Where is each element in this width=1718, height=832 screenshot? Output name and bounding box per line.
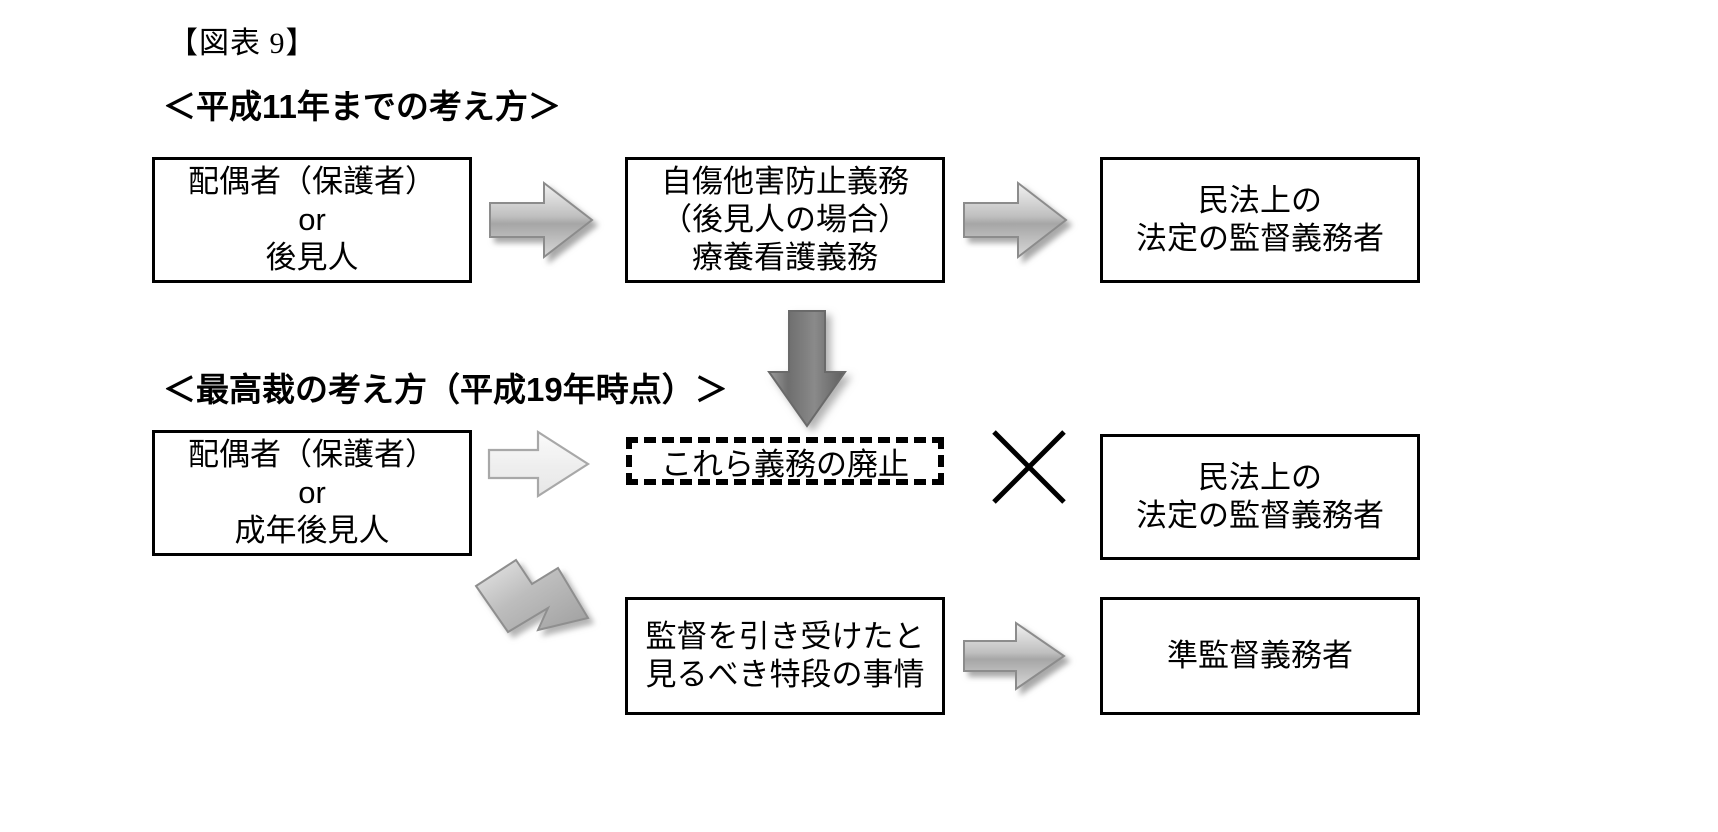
box-statutory-supervisor-2: 民法上の 法定の監督義務者 [1100, 434, 1420, 560]
box-line: これら義務の廃止 [661, 446, 909, 482]
box-line: or [298, 475, 326, 511]
box-line: 民法上の [1198, 183, 1322, 219]
box-line: 法定の監督義務者 [1136, 221, 1384, 256]
box-line: 成年後見人 [234, 512, 390, 548]
box-line: 準監督義務者 [1167, 638, 1353, 674]
box-line: or [298, 202, 326, 238]
box-statutory-supervisor-1: 民法上の 法定の監督義務者 [1100, 157, 1420, 283]
right-block-arrow-icon [962, 618, 1070, 694]
down-block-arrow-icon [765, 308, 849, 430]
figure-label: 【図表 9】 [168, 27, 317, 60]
box-line: 見るべき特段の事情 [645, 657, 925, 692]
box-line: 監督を引き受けたと [645, 619, 925, 655]
box-line: 自傷他害防止義務 [661, 164, 909, 200]
box-line: 法定の監督義務者 [1136, 498, 1384, 533]
section-heading-pre-heisei11: ＜平成11年までの考え方＞ [163, 88, 561, 125]
box-spouse-or-guardian-1: 配偶者（保護者） or 後見人 [152, 157, 472, 283]
section-heading-supreme-court-view: ＜最高裁の考え方（平成19年時点）＞ [163, 371, 728, 408]
box-duty-to-prevent-harm: 自傷他害防止義務 （後見人の場合） 療養看護義務 [625, 157, 945, 283]
box-abolition-of-duties: これら義務の廃止 [626, 437, 944, 485]
box-spouse-or-adult-guardian: 配偶者（保護者） or 成年後見人 [152, 430, 472, 556]
box-line: 療養看護義務 [692, 239, 878, 275]
x-cross-icon [986, 424, 1072, 510]
box-quasi-supervisor: 準監督義務者 [1100, 597, 1420, 715]
box-line: 後見人 [265, 239, 359, 275]
box-line: （後見人の場合） [661, 202, 909, 238]
diagonal-down-right-block-arrow-icon [472, 556, 594, 638]
box-special-circumstance: 監督を引き受けたと 見るべき特段の事情 [625, 597, 945, 715]
box-line: 配偶者（保護者） [188, 164, 436, 200]
box-line: 配偶者（保護者） [188, 437, 436, 473]
box-line: 民法上の [1198, 460, 1322, 496]
right-block-arrow-icon [962, 177, 1072, 263]
right-block-arrow-faded-icon [486, 428, 596, 500]
right-block-arrow-icon [488, 177, 598, 263]
